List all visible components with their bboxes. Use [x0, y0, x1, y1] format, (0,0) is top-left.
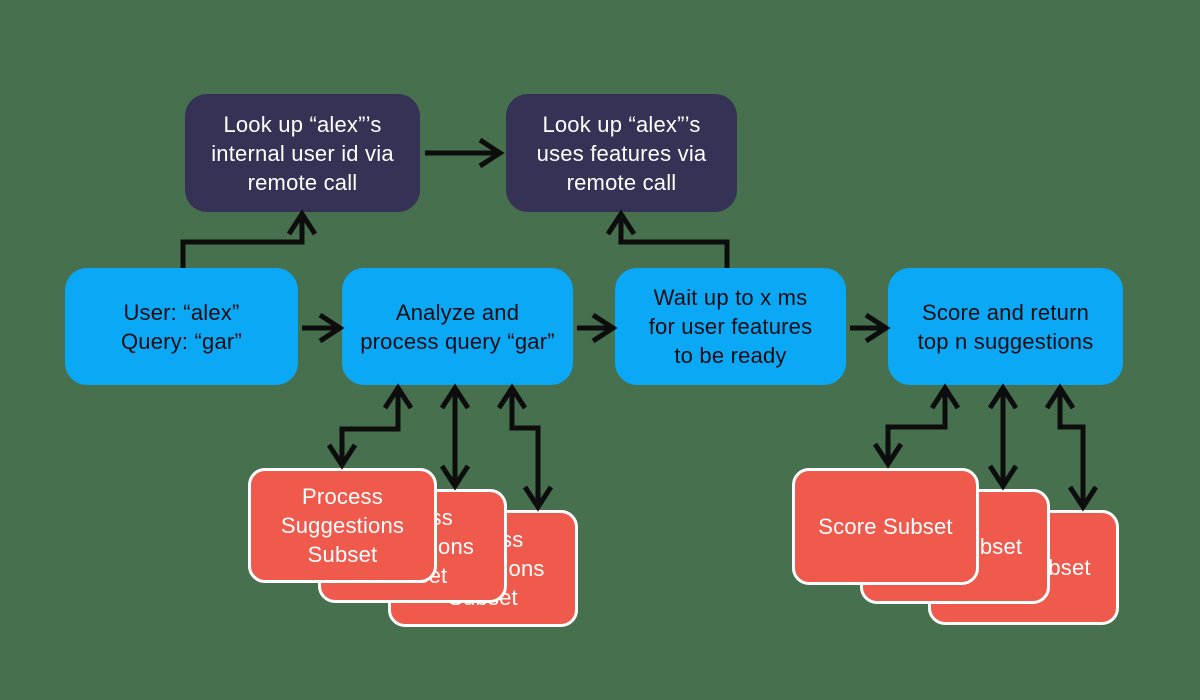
- node-score-return-label: Score and return top n suggestions: [917, 299, 1094, 354]
- arrow-lookup-id-to-features: [425, 137, 505, 169]
- arrow-analyze-subset-1: [326, 383, 414, 470]
- arrow-user-to-analyze: [302, 312, 345, 344]
- node-analyze-query: Analyze and process query “gar”: [342, 268, 573, 385]
- node-analyze-query-label: Analyze and process query “gar”: [360, 299, 555, 354]
- arrow-score-subset-2: [987, 383, 1019, 491]
- node-score-subset-1: Score Subset: [792, 468, 979, 585]
- arrow-analyze-subset-3: [496, 383, 554, 512]
- node-lookup-features: Look up “alex”’s uses features via remot…: [506, 94, 737, 212]
- node-score-subset-1-label: Score Subset: [818, 514, 953, 539]
- node-user-query: User: “alex” Query: “gar”: [65, 268, 298, 385]
- node-process-subset-1: Process Suggestions Subset: [248, 468, 437, 583]
- arrow-score-subset-1: [872, 383, 961, 469]
- arrow-analyze-subset-2: [439, 383, 471, 491]
- node-wait-features: Wait up to x ms for user features to be …: [615, 268, 846, 385]
- node-lookup-user-id-label: Look up “alex”’s internal user id via re…: [211, 111, 394, 195]
- node-lookup-user-id: Look up “alex”’s internal user id via re…: [185, 94, 420, 212]
- arrow-wait-to-lookup-features: [605, 209, 730, 268]
- node-score-return: Score and return top n suggestions: [888, 268, 1123, 385]
- arrow-wait-to-score: [850, 312, 891, 344]
- arrow-user-to-lookup-id: [180, 209, 318, 268]
- arrow-score-subset-3: [1044, 383, 1099, 512]
- arrow-analyze-to-wait: [577, 312, 618, 344]
- node-lookup-features-label: Look up “alex”’s uses features via remot…: [536, 111, 707, 195]
- node-wait-features-label: Wait up to x ms for user features to be …: [648, 285, 813, 368]
- node-user-query-label: User: “alex” Query: “gar”: [121, 299, 242, 354]
- node-process-subset-1-label: Process Suggestions Subset: [280, 484, 405, 567]
